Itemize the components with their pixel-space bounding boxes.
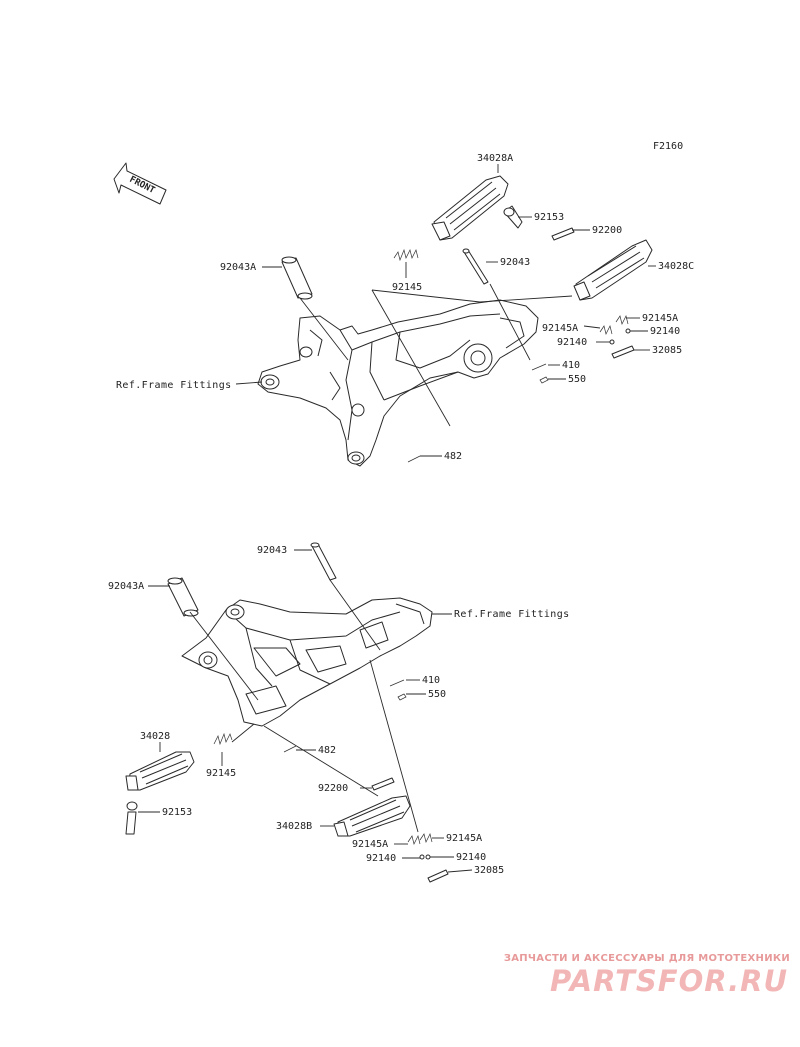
label-lower-92140-right: 92140 [456, 852, 486, 863]
lower-bracket [181, 597, 433, 727]
lower-pin-410 [389, 679, 405, 687]
label-lower-550: 550 [428, 689, 446, 700]
upper-leaders [235, 164, 656, 457]
lower-spring-92145a-right [419, 832, 433, 844]
bracket-boss-icon [463, 343, 493, 373]
lower-plate-92200 [371, 777, 395, 791]
label-550: 550 [568, 374, 586, 385]
label-ref-frame-fittings-upper: Ref.Frame Fittings [116, 380, 232, 391]
upper-collar-92043a [281, 256, 313, 300]
label-410: 410 [562, 360, 580, 371]
upper-assembly: 34028A 92153 92200 92043A 92043 34028C 9… [116, 153, 694, 467]
label-lower-34028b: 34028B [276, 821, 312, 832]
upper-pin-410 [531, 363, 547, 371]
upper-pin-482 [407, 455, 421, 463]
upper-spring-92145 [393, 248, 419, 262]
label-92200: 92200 [592, 225, 622, 236]
upper-ball-92140-right [625, 328, 631, 334]
label-92140-right: 92140 [650, 326, 680, 337]
label-34028a: 34028A [477, 153, 513, 164]
watermark-tagline: ЗАПЧАСТИ И АКСЕССУАРЫ ДЛЯ МОТОТЕХНИКИ [503, 953, 790, 964]
upper-labels: 34028A 92153 92200 92043A 92043 34028C 9… [116, 153, 694, 462]
label-92145: 92145 [392, 282, 422, 293]
label-lower-92145a-left: 92145A [352, 839, 388, 850]
label-34028c: 34028C [658, 261, 694, 272]
upper-plate-92200 [551, 227, 575, 241]
label-lower-34028: 34028 [140, 731, 170, 742]
upper-clip-550 [539, 376, 549, 384]
upper-pin-92153 [503, 205, 523, 229]
label-92145a-right: 92145A [642, 313, 678, 324]
upper-footpeg-34028a [431, 175, 509, 241]
label-lower-32085: 32085 [474, 865, 504, 876]
lower-ball-92140-left [419, 854, 425, 860]
label-lower-92200: 92200 [318, 783, 348, 794]
label-lower-410: 410 [422, 675, 440, 686]
lower-collar-92043a [167, 577, 199, 617]
lower-pin-92153 [125, 801, 138, 835]
lower-ball-92140-right [425, 854, 431, 860]
lower-spring-92145 [213, 732, 233, 746]
lower-labels: 92043 92043A Ref.Frame Fittings 410 550 … [108, 545, 570, 876]
upper-spring-92145a-left [599, 324, 613, 336]
label-482: 482 [444, 451, 462, 462]
label-lower-92043: 92043 [257, 545, 287, 556]
label-92145a-left: 92145A [542, 323, 578, 334]
lower-clip-550 [397, 693, 407, 701]
label-lower-482: 482 [318, 745, 336, 756]
watermark-brand-logo: PARTSFOR.RU [550, 964, 788, 998]
label-ref-frame-fittings-lower: Ref.Frame Fittings [454, 609, 570, 620]
diagram-code: F2160 [653, 141, 683, 152]
lower-footpeg-34028 [125, 751, 195, 791]
lower-pin-482 [283, 745, 297, 753]
upper-bracket [257, 299, 539, 467]
label-92043a: 92043A [220, 262, 256, 273]
label-92043: 92043 [500, 257, 530, 268]
label-lower-92043a: 92043A [108, 581, 144, 592]
lower-assembly: 92043 92043A Ref.Frame Fittings 410 550 … [108, 542, 570, 883]
lower-plate-32085 [427, 869, 449, 883]
upper-plate-32085 [611, 345, 635, 359]
front-arrow-icon: FRONT [113, 162, 167, 205]
label-lower-92153: 92153 [162, 807, 192, 818]
lower-footpeg-34028b [333, 795, 411, 837]
upper-footpeg-34028c [573, 239, 653, 301]
label-92153: 92153 [534, 212, 564, 223]
upper-pin-92043 [462, 248, 489, 285]
label-32085: 32085 [652, 345, 682, 356]
label-lower-92140-left: 92140 [366, 853, 396, 864]
lower-spring-92145a-left [407, 834, 421, 846]
lower-pin-92043 [310, 542, 337, 581]
lower-leaders [138, 549, 473, 873]
label-lower-92145a-right: 92145A [446, 833, 482, 844]
upper-ball-92140-left [609, 339, 615, 345]
upper-spring-92145a-right [615, 314, 629, 326]
label-lower-92145: 92145 [206, 768, 236, 779]
label-92140-left: 92140 [557, 337, 587, 348]
